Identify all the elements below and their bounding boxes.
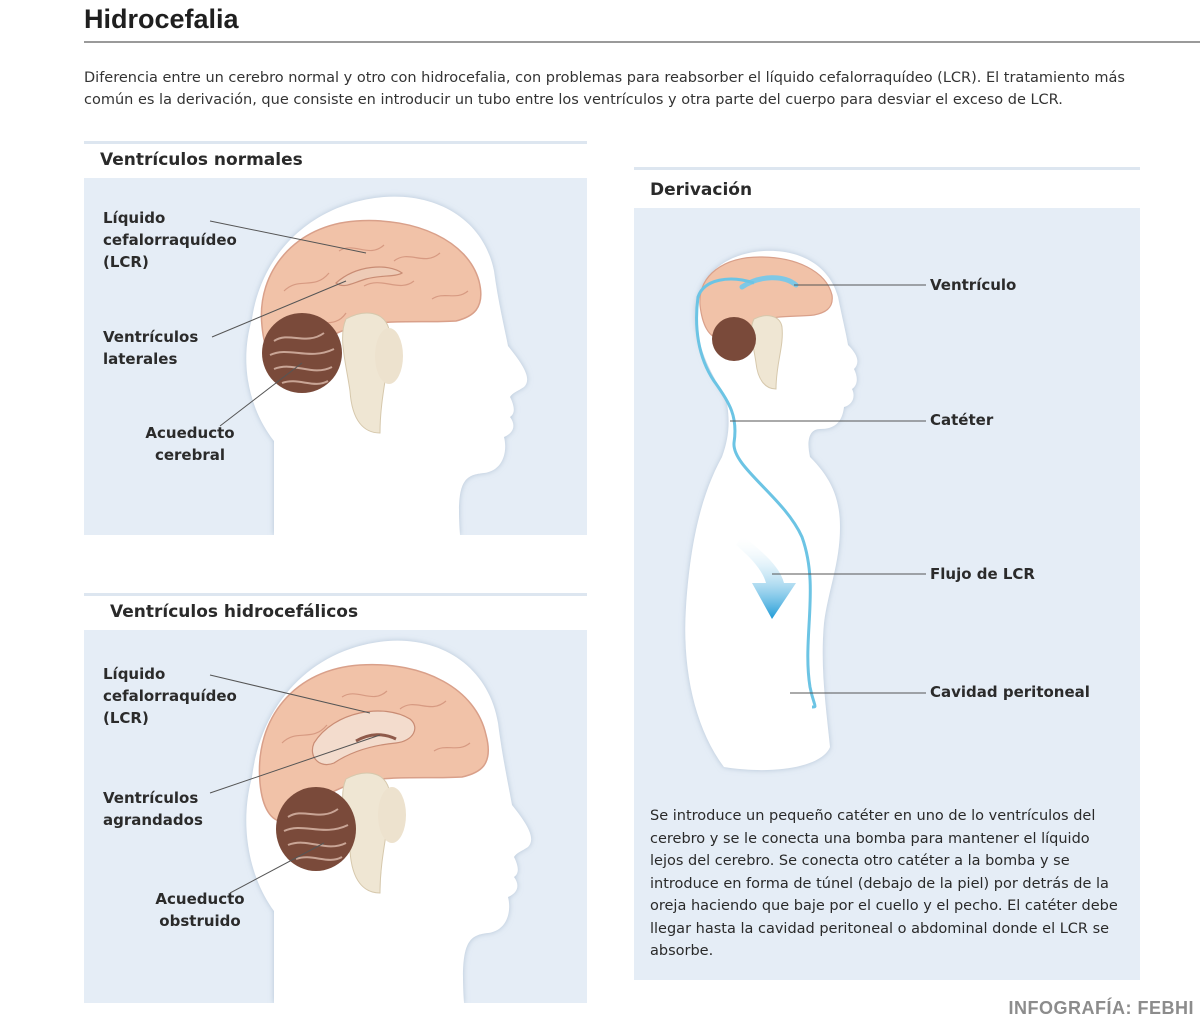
- panel-title: Ventrículos hidrocefálicos: [110, 602, 359, 622]
- leader-lcr: [209, 674, 371, 714]
- panel-header: Ventrículos normales: [84, 141, 587, 178]
- label-lcr: Líquido cefalorraquídeo (LCR): [103, 209, 237, 271]
- label-cerebral-aqueduct: Acueducto cerebral: [145, 424, 235, 464]
- brainstem: [750, 315, 783, 390]
- hydrocephalic-head-illustration: [209, 640, 532, 1003]
- panel-shunt: Derivación Ventrículo Catéter Flujo de L…: [634, 167, 1140, 980]
- intro-paragraph: Diferencia entre un cerebro normal y otr…: [84, 70, 1125, 108]
- leader-aqueduct: [229, 842, 325, 894]
- label-obstructed-aqueduct: Acueducto obstruido: [155, 890, 245, 930]
- panel-normal-ventricles: Ventrículos normales Líquido cefalorraqu…: [84, 141, 587, 535]
- lateral-ventricle: [335, 266, 404, 287]
- panel-header: Ventrículos hidrocefálicos: [84, 593, 587, 630]
- panel-title: Derivación: [650, 180, 753, 200]
- label-ventricle: Ventrículo: [930, 276, 1017, 294]
- label-peritoneal-cavity: Cavidad peritoneal: [930, 683, 1090, 701]
- panel-header: Derivación: [634, 167, 1140, 208]
- leader-ventricles: [211, 280, 347, 338]
- leader-ventricles: [209, 734, 381, 794]
- title-divider: [84, 41, 1200, 43]
- flow-arrow: [736, 535, 796, 619]
- label-catheter: Catéter: [930, 411, 994, 429]
- body-silhouette: [685, 250, 858, 771]
- shunt-description: Se introduce un pequeño catéter en uno d…: [650, 808, 1118, 959]
- cerebellum: [712, 317, 756, 361]
- label-enlarged-ventricles: Ventrículos agrandados: [103, 789, 203, 829]
- normal-head-illustration: [209, 196, 528, 535]
- leader-lcr: [209, 220, 367, 254]
- label-lateral-ventricles: Ventrículos laterales: [103, 328, 199, 368]
- catheter-tube: [695, 277, 817, 709]
- shunt-body-illustration: [685, 250, 926, 771]
- panel-hydrocephalic-ventricles: Ventrículos hidrocefálicos Líquido cefal…: [84, 593, 587, 1003]
- infographic-credit: INFOGRAFÍA: FEBHI: [1008, 998, 1194, 1018]
- label-lcr: Líquido cefalorraquídeo (LCR): [103, 665, 237, 727]
- page-title: Hidrocefalia: [84, 4, 239, 34]
- leader-aqueduct: [219, 362, 303, 427]
- label-csf-flow: Flujo de LCR: [930, 565, 1035, 583]
- panel-title: Ventrículos normales: [100, 150, 303, 170]
- ventricle: [739, 275, 799, 290]
